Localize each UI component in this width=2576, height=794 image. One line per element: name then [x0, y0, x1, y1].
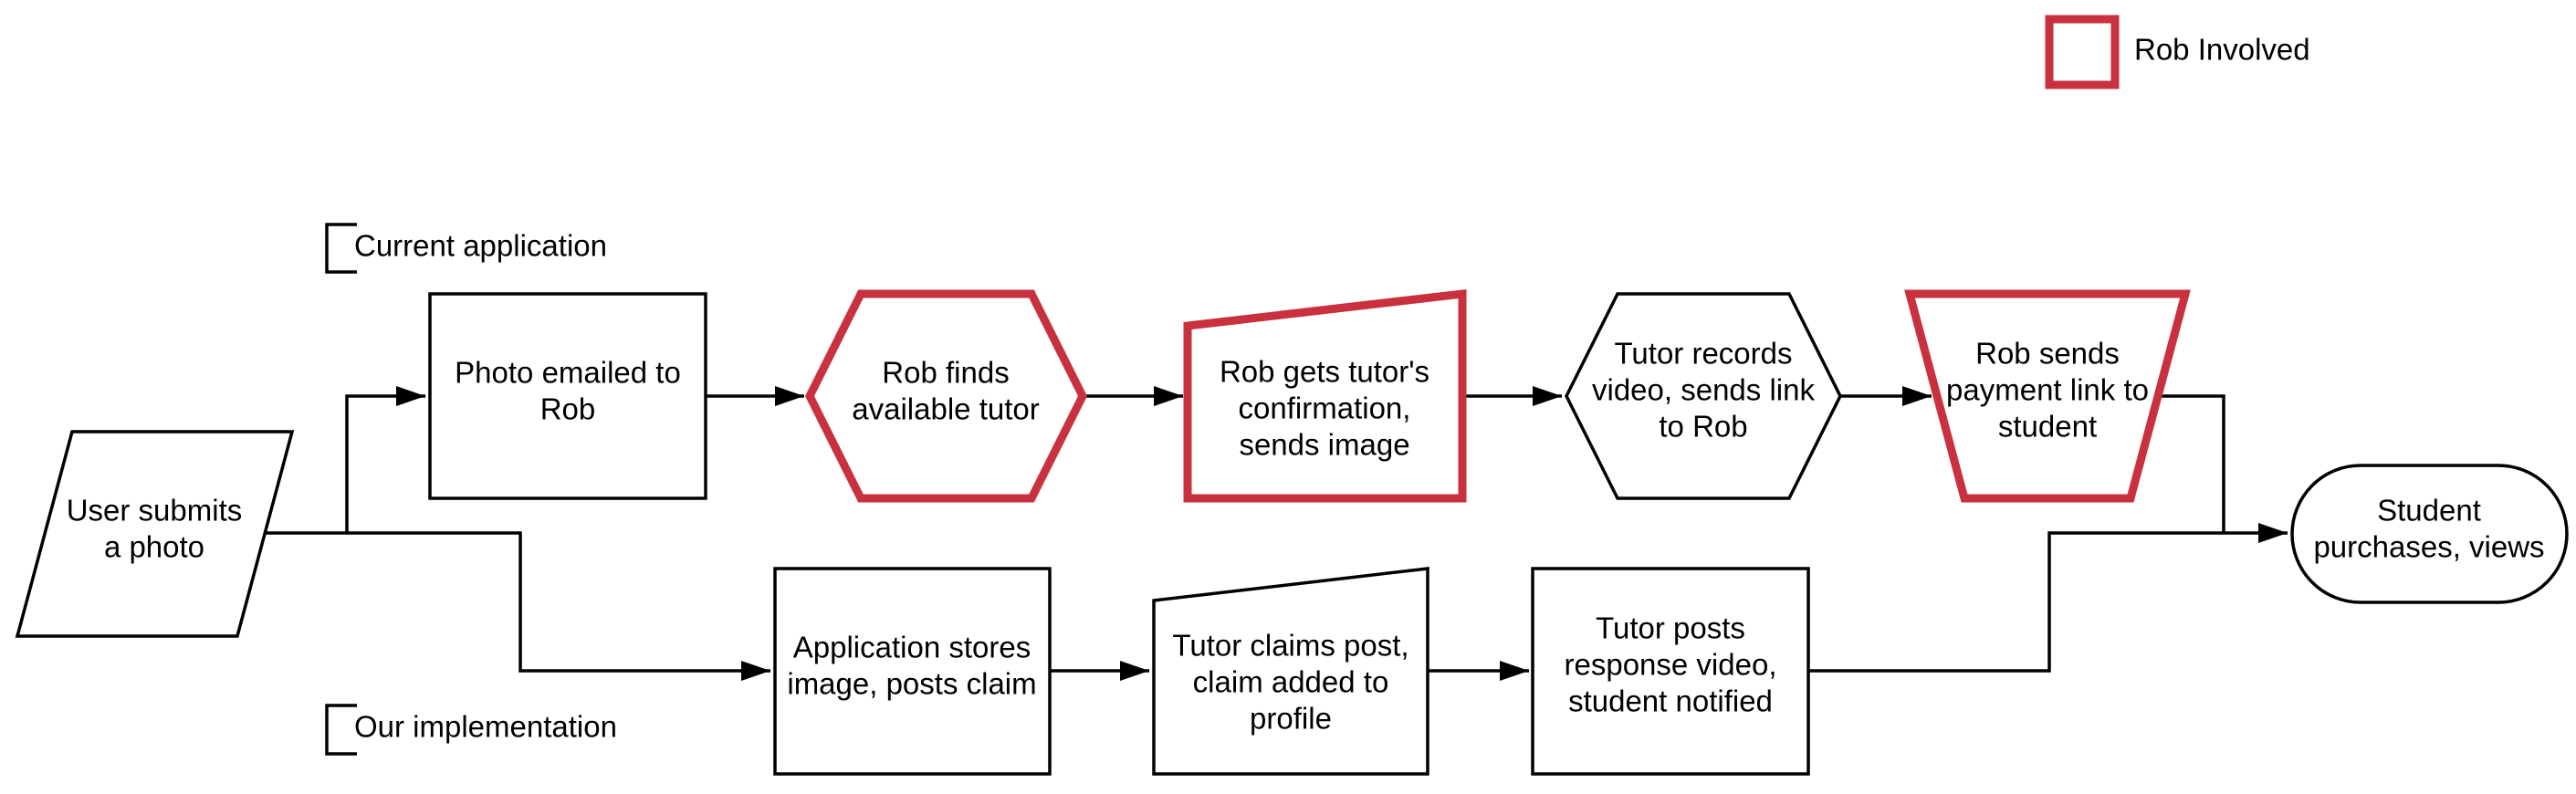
- node-text-line: Rob finds: [882, 356, 1009, 390]
- node-user-submits: User submits a photo: [15, 430, 295, 638]
- node-text-line: response video,: [1565, 648, 1777, 682]
- node-rob-sends-payment: Rob sends payment link to student: [1904, 289, 2191, 503]
- rect-shape: [1531, 567, 1810, 776]
- node-text-line: to Rob: [1659, 410, 1747, 444]
- lane-ours-bracket: [325, 704, 357, 756]
- node-text-line: Rob gets tutor's: [1220, 355, 1429, 389]
- node-text-line: Tutor claims post,: [1172, 629, 1408, 663]
- node-text-line: available tutor: [852, 392, 1039, 426]
- node-text-line: Photo emailed to: [455, 356, 681, 390]
- terminator-shape: [2290, 464, 2569, 604]
- node-photo-emailed: Photo emailed to Rob: [428, 292, 707, 500]
- node-text-line: profile: [1250, 702, 1332, 736]
- node-rob-gets-confirmation: Rob gets tutor's confirmation, sends ima…: [1183, 288, 1467, 503]
- lane-current-bracket: [325, 223, 357, 274]
- node-text-line: Rob sends: [1975, 337, 2120, 371]
- edges: [265, 386, 2288, 681]
- legend: Rob Involved: [2045, 15, 2310, 89]
- node-text-line: a photo: [104, 530, 204, 564]
- node-tutor-claims: Tutor claims post, claim added to profil…: [1152, 567, 1429, 776]
- node-text-line: video, sends link: [1592, 373, 1815, 407]
- manual-input-shape: [1183, 288, 1467, 503]
- node-text-line: image, posts claim: [787, 667, 1036, 701]
- edge-robsends-to-merge: [2156, 394, 2225, 533]
- edge-user-to-photo: [265, 386, 425, 535]
- node-rob-finds: Rob finds available tutor: [804, 289, 1088, 503]
- node-app-stores: Application stores image, posts claim: [773, 567, 1052, 776]
- lane-ours: Our implementation: [325, 704, 617, 756]
- node-tutor-posts: Tutor posts response video, student noti…: [1531, 567, 1810, 776]
- node-text-line: payment link to: [1946, 373, 2149, 407]
- lane-ours-label: Our implementation: [354, 710, 617, 744]
- node-text-line: sends image: [1239, 428, 1409, 462]
- node-text-line: User submits: [67, 494, 243, 528]
- legend-swatch: [2045, 15, 2120, 89]
- edge-tutorposts-to-merge: [1808, 531, 2224, 673]
- node-text-line: claim added to: [1193, 665, 1389, 699]
- node-text-line: Rob: [540, 392, 596, 426]
- lane-current-label: Current application: [354, 229, 607, 263]
- manual-input-shape: [1152, 567, 1429, 776]
- legend-label: Rob Involved: [2134, 33, 2310, 67]
- hexagon-shape: [1565, 292, 1842, 500]
- node-tutor-records: Tutor records video, sends link to Rob: [1565, 292, 1842, 500]
- node-text-line: Tutor posts: [1596, 611, 1745, 645]
- trapezoid-shape: [1904, 289, 2191, 503]
- rect-shape: [773, 567, 1052, 776]
- rect-shape: [428, 292, 707, 500]
- parallelogram-shape: [15, 430, 295, 638]
- lane-current: Current application: [325, 223, 607, 274]
- hexagon-shape: [804, 289, 1088, 503]
- node-text-line: Tutor records: [1614, 337, 1792, 371]
- edge-user-to-app: [347, 531, 770, 681]
- node-student-purchases: Student purchases, views: [2290, 464, 2569, 604]
- node-text-line: confirmation,: [1239, 392, 1411, 425]
- node-text-line: purchases, views: [2313, 530, 2544, 564]
- node-text-line: student: [1998, 410, 2097, 444]
- node-text-line: Student: [2377, 494, 2481, 528]
- node-text-line: student notified: [1568, 684, 1773, 718]
- node-text-line: Application stores: [793, 631, 1031, 664]
